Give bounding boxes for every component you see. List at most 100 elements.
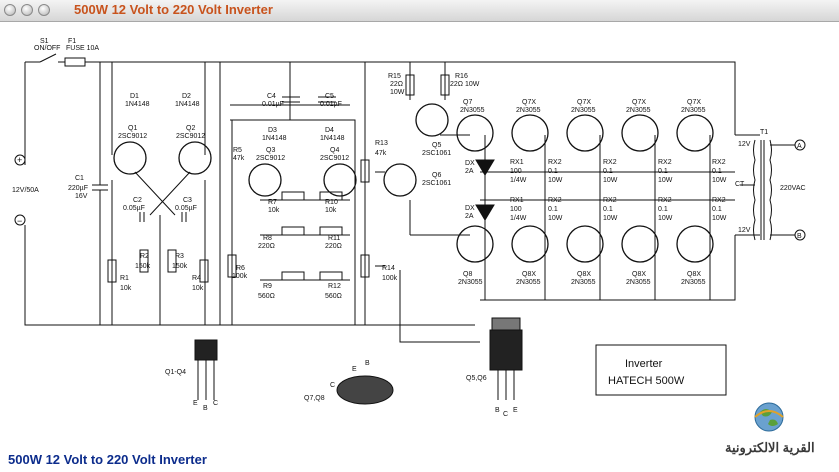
r1-value: 10k xyxy=(120,285,132,292)
to3-pin-c: C xyxy=(330,382,335,389)
r3-value: 150k xyxy=(172,263,188,270)
close-button[interactable] xyxy=(4,4,16,16)
q8x-value-1: 2N3055 xyxy=(516,279,541,286)
t1-b: B xyxy=(797,233,802,240)
q1-value: 2SC9012 xyxy=(118,133,147,140)
c3-value: 0.05µF xyxy=(175,205,197,212)
r13-value: 47k xyxy=(375,150,387,157)
f1-ref: F1 xyxy=(68,38,76,45)
t1-a: A xyxy=(797,143,802,150)
rx2-ref-5: RX2 xyxy=(548,197,562,204)
rx2-v1-2: 0.1 xyxy=(603,168,613,175)
inverter-schematic: S1 ON/OFF F1 FUSE 10A + − 12V/50A C1 220… xyxy=(12,38,806,418)
q8x-value-3: 2N3055 xyxy=(626,279,651,286)
t1-ct: CT xyxy=(735,181,745,188)
to3-pin-e: E xyxy=(352,366,357,373)
q6-value: 2SC1061 xyxy=(422,180,451,187)
q7x-ref-4: Q7X xyxy=(687,99,701,106)
t1-ref: T1 xyxy=(760,129,768,136)
title-bar: 500W 12 Volt to 220 Volt Inverter xyxy=(0,0,839,22)
c4-ref: C4 xyxy=(267,93,276,100)
c1-v2: 16V xyxy=(75,193,88,200)
rx2-v1-4: 0.1 xyxy=(712,168,722,175)
q4-value: 2SC9012 xyxy=(320,155,349,162)
input-plus: + xyxy=(17,155,22,165)
rx1-ref-1: RX1 xyxy=(510,159,524,166)
q7x-ref-2: Q7X xyxy=(577,99,591,106)
dx-value-1: 2A xyxy=(465,168,474,175)
to220-pin-b: B xyxy=(495,407,500,414)
d1-ref: D1 xyxy=(130,93,139,100)
r6-ref: R6 xyxy=(236,265,245,272)
r15-v1: 22Ω xyxy=(390,81,403,88)
q2-ref: Q2 xyxy=(186,125,195,132)
q6-ref: Q6 xyxy=(432,172,441,179)
r14-ref: R14 xyxy=(382,265,395,272)
rx1-v1-1: 100 xyxy=(510,168,522,175)
dx-ref-1: DX xyxy=(465,160,475,167)
r7-value: 10k xyxy=(268,207,280,214)
r7-ref: R7 xyxy=(268,199,277,206)
d2-ref: D2 xyxy=(182,93,191,100)
t1-out: 220VAC xyxy=(780,185,806,192)
r15-ref: R15 xyxy=(388,73,401,80)
r13-ref: R13 xyxy=(375,140,388,147)
rx2-v1-1: 0.1 xyxy=(548,168,558,175)
q8-ref: Q8 xyxy=(463,271,472,278)
to3-pin-b: B xyxy=(365,360,370,367)
rx2-ref-8: RX2 xyxy=(712,197,726,204)
r5-value: 47k xyxy=(233,155,245,162)
to220-label: Q5,Q6 xyxy=(466,375,487,382)
signbox-line2: HATECH 500W xyxy=(608,375,685,387)
r6-value: 100k xyxy=(232,273,248,280)
r8-value: 220Ω xyxy=(258,243,275,250)
rx2-v2-5: 10W xyxy=(548,215,563,222)
r14-value: 100k xyxy=(382,275,398,282)
r8-ref: R8 xyxy=(263,235,272,242)
rx2-ref-2: RX2 xyxy=(603,159,617,166)
d1-value: 1N4148 xyxy=(125,101,150,108)
rx2-v1-8: 0.1 xyxy=(712,206,722,213)
rx2-v2-2: 10W xyxy=(603,177,618,184)
q8x-ref-1: Q8X xyxy=(522,271,536,278)
r10-value: 10k xyxy=(325,207,337,214)
rx2-v1-3: 0.1 xyxy=(658,168,668,175)
q5-value: 2SC1061 xyxy=(422,150,451,157)
r9-ref: R9 xyxy=(263,283,272,290)
r10-ref: R10 xyxy=(325,199,338,206)
q7-value: 2N3055 xyxy=(460,107,485,114)
minimize-button[interactable] xyxy=(21,4,33,16)
q7x-value-4: 2N3055 xyxy=(681,107,706,114)
c5-value: 0.01µF xyxy=(320,101,342,108)
rx2-ref-3: RX2 xyxy=(658,159,672,166)
rx2-v2-1: 10W xyxy=(548,177,563,184)
c3-ref: C3 xyxy=(183,197,192,204)
zoom-button[interactable] xyxy=(38,4,50,16)
window-title: 500W 12 Volt to 220 Volt Inverter xyxy=(74,2,273,17)
to92-pin-b: B xyxy=(203,405,208,412)
q5-ref: Q5 xyxy=(432,142,441,149)
r11-value: 220Ω xyxy=(325,243,342,250)
rx2-v2-4: 10W xyxy=(712,177,727,184)
rx2-ref-4: RX2 xyxy=(712,159,726,166)
to220-pin-e: E xyxy=(513,407,518,414)
dx-value-2: 2A xyxy=(465,213,474,220)
dx-ref-2: DX xyxy=(465,205,475,212)
r16-value: 22Ω 10W xyxy=(450,81,480,88)
rx2-v2-8: 10W xyxy=(712,215,727,222)
s1-ref: S1 xyxy=(40,38,49,45)
r2-value: 150k xyxy=(135,263,151,270)
r9-value: 560Ω xyxy=(258,293,275,300)
q8x-value-2: 2N3055 xyxy=(571,279,596,286)
rx2-v2-7: 10W xyxy=(658,215,673,222)
rx2-ref-6: RX2 xyxy=(603,197,617,204)
q3-ref: Q3 xyxy=(266,147,275,154)
to3-label: Q7,Q8 xyxy=(304,395,325,402)
c5-ref: C5 xyxy=(325,93,334,100)
d4-ref: D4 xyxy=(325,127,334,134)
q7x-value-1: 2N3055 xyxy=(516,107,541,114)
r4-ref: R4 xyxy=(192,275,201,282)
r15-v2: 10W xyxy=(390,89,405,96)
q7x-ref-3: Q7X xyxy=(632,99,646,106)
to220-pin-c: C xyxy=(503,411,508,418)
